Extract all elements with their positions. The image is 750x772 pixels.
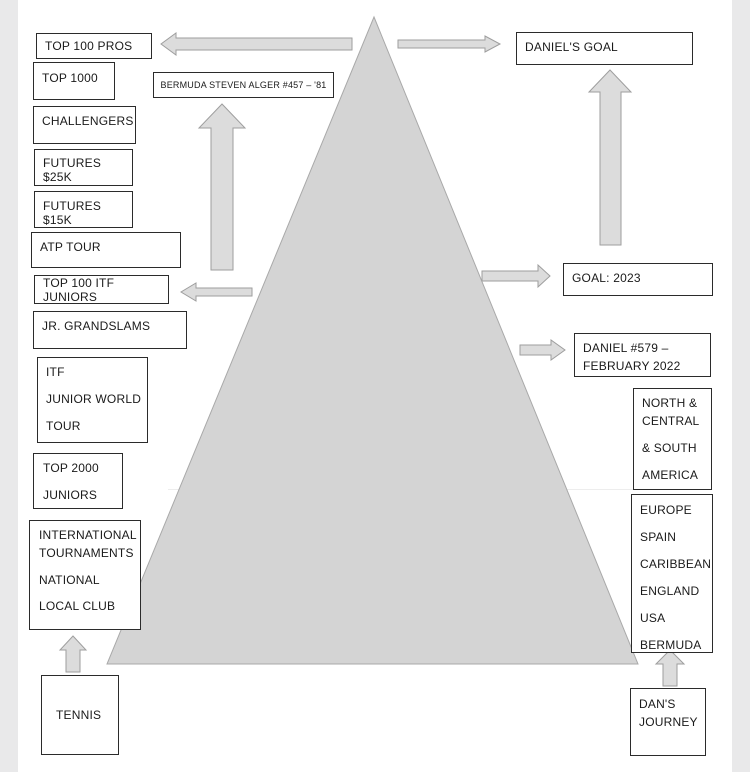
- arrow-up-bermuda: [197, 103, 247, 271]
- box-tournaments: INTERNATIONAL TOURNAMENTS NATIONAL LOCAL…: [29, 520, 141, 630]
- box-challengers: CHALLENGERS: [33, 106, 136, 144]
- region-usa: USA: [640, 611, 666, 625]
- box-top-100-pros: TOP 100 PROS: [36, 33, 152, 59]
- journey-line-1: DAN'S: [639, 697, 676, 711]
- arrow-right-daniel-rank: [519, 339, 566, 361]
- region-bermuda: BERMUDA: [640, 638, 702, 652]
- pyramid: [106, 15, 639, 665]
- arrow-up-tennis: [58, 635, 88, 673]
- arrow-right-daniels-goal: [397, 35, 502, 53]
- region-europe: EUROPE: [640, 503, 692, 517]
- americas-line-3: & SOUTH: [642, 441, 697, 455]
- box-top-1000: TOP 1000: [33, 62, 115, 100]
- arrow-up-dans-journey: [654, 649, 686, 687]
- box-tennis: TENNIS: [41, 675, 119, 755]
- americas-line-1: NORTH &: [642, 396, 698, 410]
- arrow-left-itf-juniors: [180, 282, 253, 302]
- top2000-line-1: TOP 2000: [43, 461, 99, 475]
- box-futures-25k: FUTURES $25K: [34, 149, 133, 186]
- tournaments-line-4: LOCAL CLUB: [39, 599, 116, 613]
- box-itf-junior-world-tour: ITF JUNIOR WORLD TOUR: [37, 357, 148, 443]
- americas-line-2: CENTRAL: [642, 414, 700, 428]
- arrow-left-top100pros: [160, 32, 353, 56]
- box-top-100-itf-juniors: TOP 100 ITF JUNIORS: [34, 275, 169, 304]
- tournaments-line-3: NATIONAL: [39, 573, 100, 587]
- arrow-right-goal-2023: [481, 263, 551, 289]
- tournaments-line-1: INTERNATIONAL: [39, 528, 137, 542]
- top2000-line-2: JUNIORS: [43, 488, 98, 502]
- americas-line-4: AMERICA: [642, 468, 699, 482]
- itf-line-2: JUNIOR WORLD: [46, 392, 142, 406]
- box-americas: NORTH & CENTRAL & SOUTH AMERICA: [633, 388, 712, 490]
- box-goal-2023: GOAL: 2023: [563, 263, 713, 296]
- region-caribbean: CARIBBEAN: [640, 557, 712, 571]
- itf-line-1: ITF: [46, 365, 65, 379]
- box-jr-grandslams: JR. GRANDSLAMS: [33, 311, 187, 349]
- tournaments-line-2: TOURNAMENTS: [39, 546, 134, 560]
- box-daniels-goal: DANIEL'S GOAL: [516, 32, 693, 65]
- box-regions: EUROPE SPAIN CARIBBEAN ENGLAND USA BERMU…: [631, 494, 713, 653]
- region-spain: SPAIN: [640, 530, 677, 544]
- box-bermuda-steven-alger: BERMUDA STEVEN ALGER #457 – '81: [153, 72, 334, 98]
- arrow-up-daniels-goal: [587, 69, 633, 246]
- journey-line-2: JOURNEY: [639, 715, 698, 729]
- rank-line-1: DANIEL #579 –: [583, 341, 669, 355]
- box-daniel-rank: DANIEL #579 – FEBRUARY 2022: [574, 333, 711, 377]
- region-england: ENGLAND: [640, 584, 700, 598]
- box-futures-15k: FUTURES $15K: [34, 191, 133, 228]
- rank-line-2: FEBRUARY 2022: [583, 359, 681, 373]
- box-atp-tour: ATP TOUR: [31, 232, 181, 268]
- itf-line-3: TOUR: [46, 419, 81, 433]
- box-top-2000-juniors: TOP 2000 JUNIORS: [33, 453, 123, 509]
- box-dans-journey: DAN'S JOURNEY: [630, 688, 706, 756]
